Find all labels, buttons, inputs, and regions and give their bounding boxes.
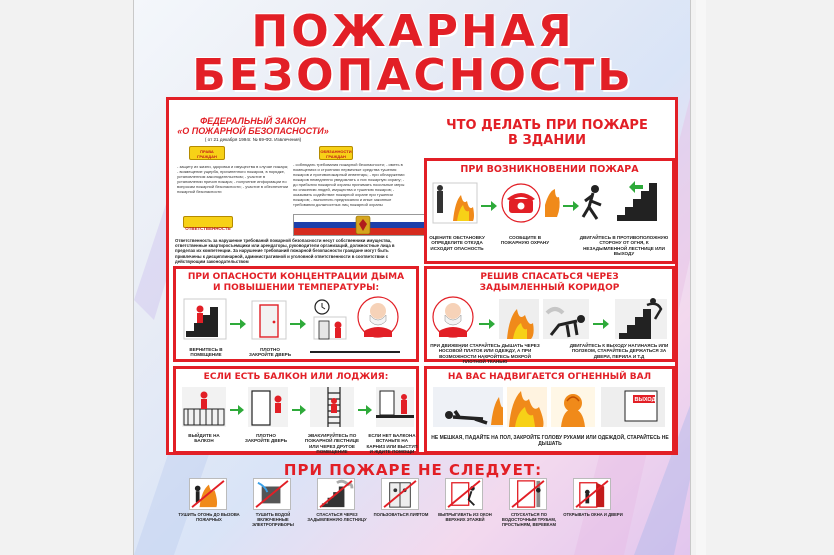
fire-wave-icon [507, 387, 547, 427]
corridor-title-line-2: ЗАДЫМЛЕННЫЙ КОРИДОР [479, 283, 620, 293]
badge-rights: ПРАВА ГРАЖДАН [189, 146, 225, 160]
fire-start-illustrations [432, 181, 657, 224]
electric-appliance-icon [253, 478, 291, 510]
balcony-illustrations [182, 387, 414, 427]
fire-safety-poster: ПОЖАРНАЯ БЕЗОПАСНОСТЬ ФЕДЕРАЛЬНЫЙ ЗАКОН … [133, 0, 691, 555]
what-to-do-heading-line-2: В ЗДАНИИ [508, 133, 586, 148]
window-jump-icon [445, 478, 483, 510]
smoke-caption-2: ПЛОТНО ЗАКРОЙТЕ ДВЕРЬ [248, 347, 292, 358]
law-heading-line-1: ФЕДЕРАЛЬНЫЙ ЗАКОН [200, 116, 306, 126]
mask-icon [357, 296, 399, 338]
fire-ladder-icon [310, 387, 354, 427]
emblem-icon [355, 215, 371, 235]
open-door-icon [573, 478, 611, 510]
fire-icon [499, 299, 539, 339]
badge-duties: ОБЯЗАННОСТИ ГРАЖДАН [319, 146, 353, 160]
duties-text: - соблюдать требования пожарной безопасн… [293, 162, 405, 207]
cover-head-icon [551, 387, 595, 427]
smoke-box: ПРИ ОПАСНОСТИ КОНЦЕНТРАЦИИ ДЫМА И ПОВЫШЕ… [173, 266, 419, 362]
drain-pipe-icon [509, 478, 547, 510]
poster-title-line-1: ПОЖАРНАЯ [251, 6, 575, 57]
badge-responsibility-label: ОТВЕТСТВЕННОСТЬ [185, 226, 231, 231]
stairs-icon [617, 181, 657, 221]
dont-title: ПРИ ПОЖАРЕ НЕ СЛЕДУЕТ: [283, 461, 543, 479]
return-to-room-icon [183, 298, 227, 340]
fire-wall-illustrations [433, 387, 665, 427]
fire-start-box: ПРИ ВОЗНИКНОВЕНИИ ПОЖАРА [424, 158, 675, 264]
exit-sign-icon [601, 387, 665, 427]
poster-title-line-2: БЕЗОПАСНОСТЬ [192, 50, 634, 101]
fire-start-caption-3: ДВИГАЙТЕСЬ В ПРОТИВОПОЛОЖНУЮ СТОРОНУ ОТ … [579, 235, 669, 257]
fire-extinguish-icon [189, 478, 227, 510]
door-icon [251, 300, 287, 340]
law-subheading: ( от 21 декабря 1994г. № 69-ФЗ. Извлечен… [204, 137, 302, 142]
badge-responsibility: ОТВЕТСТВЕННОСТЬ [183, 216, 233, 231]
russian-flag [293, 214, 433, 236]
clock-icon [313, 299, 347, 340]
dont-item-2-caption: ТУШИТЬ ВОДОЙ ВКЛЮЧЕННЫЕ ЭЛЕКТРОПРИБОРЫ [252, 512, 294, 528]
fire-wall-caption: НЕ МЕШКАЯ, ПАДАЙТЕ НА ПОЛ, ЗАКРОЙТЕ ГОЛО… [431, 435, 669, 447]
smoke-title-line-2: И ПОВЫШЕНИИ ТЕМПЕРАТУРЫ: [212, 283, 380, 293]
what-to-do-heading-line-1: ЧТО ДЕЛАТЬ ПРИ ПОЖАРЕ [446, 118, 648, 133]
corridor-illustrations [432, 296, 667, 339]
law-heading-line-2: «О ПОЖАРНОЙ БЕЗОПАСНОСТИ» [177, 126, 329, 136]
elevator-icon [381, 478, 419, 510]
fire-wall-title: НА ВАС НАДВИГАЕТСЯ ОГНЕННЫЙ ВАЛ [447, 372, 652, 382]
lying-person-icon [433, 387, 503, 427]
dont-item-6-caption: СПУСКАТЬСЯ ПО ВОДОСТОЧНЫМ ТРУБАМ, ПРОСТЫ… [501, 512, 557, 528]
fire-start-caption-2: СООБЩИТЕ В ПОЖАРНУЮ ОХРАНУ [500, 235, 550, 246]
close-door-icon [248, 387, 288, 427]
fire-wall-box: НА ВАС НАДВИГАЕТСЯ ОГНЕННЫЙ ВАЛ [424, 366, 675, 454]
stairs-escape-icon [615, 298, 667, 339]
smoky-stairs-icon [317, 478, 355, 510]
balcony-box: ЕСЛИ ЕСТЬ БАЛКОН ИЛИ ЛОДЖИЯ: [173, 366, 419, 454]
balcony-title: ЕСЛИ ЕСТЬ БАЛКОН ИЛИ ЛОДЖИЯ: [203, 372, 389, 382]
dont-item-1-caption: ТУШИТЬ ОГОНЬ ДО ВЫЗОВА ПОЖАРНЫХ [178, 512, 240, 523]
poster-main-frame: ФЕДЕРАЛЬНЫЙ ЗАКОН «О ПОЖАРНОЙ БЕЗОПАСНОС… [166, 97, 678, 455]
balcony-icon [182, 387, 226, 427]
responsibility-text: Ответственность за нарушение требований … [175, 238, 395, 264]
corridor-caption-2: ДВИГАЙТЕСЬ К ВЫХОДУ НАГИНАЯСЬ ИЛИ ПОЛЗКО… [569, 343, 669, 359]
badge-rights-label: ПРАВА ГРАЖДАН [197, 149, 217, 159]
breathe-through-cloth-icon [432, 296, 474, 338]
corridor-caption-1: ПРИ ДВИЖЕНИИ СТАРАЙТЕСЬ ДЫШАТЬ ЧЕРЕЗ НОС… [430, 343, 540, 365]
dont-item-5-caption: ВЫПРЫГИВАТЬ ИЗ ОКОН ВЕРХНИХ ЭТАЖЕЙ [438, 512, 492, 523]
badge-duties-label: ОБЯЗАННОСТИ ГРАЖДАН [320, 149, 352, 159]
exit-sign-label: ВЫХОД [634, 397, 656, 403]
dont-item-7-caption: ОТКРЫВАТЬ ОКНА И ДВЕРИ [563, 512, 623, 517]
ledge-icon [376, 387, 414, 427]
dont-item-4-caption: ПОЛЬЗОВАТЬСЯ ЛИФТОМ [373, 512, 429, 517]
balcony-caption-2: ПЛОТНО ЗАКРОЙТЕ ДВЕРЬ [244, 433, 288, 444]
viewer-right-edge [696, 0, 706, 555]
running-person-icon [581, 185, 602, 220]
smoke-caption-1: ВЕРНИТЕСЬ В ПОМЕЩЕНИЕ [189, 347, 223, 358]
smoke-title-line-1: ПРИ ОПАСНОСТИ КОНЦЕНТРАЦИИ ДЫМА [187, 272, 405, 282]
rights-text: - защиту их жизни, здоровья и имущества … [177, 164, 289, 194]
telephone-icon [501, 183, 541, 223]
assess-situation-icon [432, 182, 478, 224]
corridor-title-line-1: РЕШИВ СПАСАТЬСЯ ЧЕРЕЗ [480, 272, 619, 282]
crawling-person-icon [543, 299, 589, 339]
fire-start-caption-1: ОЦЕНИТЕ ОБСТАНОВКУ ОПРЕДЕЛИТЕ ОТКУДА ИСХ… [429, 235, 485, 251]
corridor-box: РЕШИВ СПАСАТЬСЯ ЧЕРЕЗ ЗАДЫМЛЕННЫЙ КОРИДО… [424, 266, 675, 365]
law-section: ФЕДЕРАЛЬНЫЙ ЗАКОН «О ПОЖАРНОЙ БЕЗОПАСНОС… [173, 104, 433, 264]
balcony-caption-3: ЭВАКУИРУЙТЕСЬ ПО ПОЖАРНОЙ ЛЕСТНИЦЕ ИЛИ Ч… [304, 433, 360, 455]
dont-item-3-caption: СПАСАТЬСЯ ЧЕРЕЗ ЗАДЫМЛЕННУЮ ЛЕСТНИЦУ [307, 512, 367, 523]
smoke-illustrations [183, 296, 399, 340]
smoke-divider [310, 351, 400, 353]
balcony-caption-4: ЕСЛИ НЕТ БАЛКОНА ВСТАНЬТЕ НА КАРНИЗ ИЛИ … [366, 433, 418, 455]
fire-start-title: ПРИ ВОЗНИКНОВЕНИИ ПОЖАРА [460, 164, 639, 175]
balcony-caption-1: ВЫЙДИТЕ НА БАЛКОН [188, 433, 220, 444]
